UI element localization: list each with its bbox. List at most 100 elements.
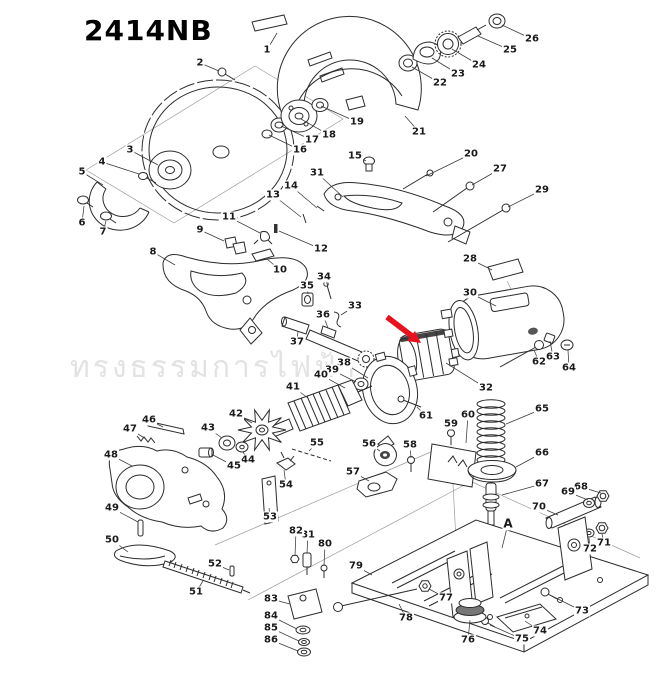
part-callout-9: 9 xyxy=(195,224,205,236)
part-callout-77: 77 xyxy=(438,592,454,604)
part-callout-11: 11 xyxy=(221,211,237,223)
part-callout-30: 30 xyxy=(462,287,478,299)
part-callout-66: 66 xyxy=(534,447,550,459)
part-callout-43: 43 xyxy=(200,422,216,434)
part-callout-55: 55 xyxy=(309,437,325,449)
part-callout-62: 62 xyxy=(531,356,547,368)
part-callout-59: 59 xyxy=(443,418,459,430)
part-callout-81: 81 xyxy=(300,529,316,541)
part-callout-2: 2 xyxy=(195,57,205,69)
side-rod-drawing xyxy=(545,490,610,538)
part-callout-39: 39 xyxy=(324,364,340,376)
part-callout-19: 19 xyxy=(349,116,365,128)
part-callout-16: 16 xyxy=(292,144,308,156)
part-callout-73: 73 xyxy=(574,605,590,617)
part-callout-79: 79 xyxy=(348,560,364,572)
part-callout-13: 13 xyxy=(265,189,281,201)
gear-housing-drawing xyxy=(108,420,332,594)
part-callout-60: 60 xyxy=(460,409,476,421)
part-callout-27: 27 xyxy=(492,163,508,175)
part-callout-69: 69 xyxy=(560,486,576,498)
motor-drawing xyxy=(342,258,574,425)
part-callout-5: 5 xyxy=(77,166,87,178)
vise-clamp-drawing xyxy=(356,435,415,498)
part-callout-53: 53 xyxy=(262,511,278,523)
safety-cover-drawing xyxy=(217,14,422,115)
part-callout-57: 57 xyxy=(345,466,361,478)
part-callout-42: 42 xyxy=(228,408,244,420)
part-callout-23: 23 xyxy=(450,68,466,80)
part-callout-A: A xyxy=(502,516,514,531)
spring-column-drawing xyxy=(467,399,517,530)
part-callout-6: 6 xyxy=(77,217,87,229)
part-callout-28: 28 xyxy=(462,253,478,265)
part-callout-33: 33 xyxy=(347,300,363,312)
part-callout-41: 41 xyxy=(285,381,301,393)
part-callout-31: 31 xyxy=(309,167,325,179)
part-callout-34: 34 xyxy=(316,271,332,283)
part-callout-83: 83 xyxy=(263,593,279,605)
part-callout-84: 84 xyxy=(263,610,279,622)
main-handle-drawing xyxy=(162,224,308,345)
part-callout-80: 80 xyxy=(317,538,333,550)
model-title: 2414NB xyxy=(84,14,213,47)
part-callout-86: 86 xyxy=(263,634,279,646)
part-callout-24: 24 xyxy=(471,59,487,71)
armature-drawing xyxy=(198,379,373,458)
upper-flange-chain-drawing xyxy=(261,98,329,139)
part-callout-15: 15 xyxy=(347,150,363,162)
part-callout-50: 50 xyxy=(104,534,120,546)
part-callout-70: 70 xyxy=(531,501,547,513)
part-callout-54: 54 xyxy=(278,479,294,491)
part-callout-71: 71 xyxy=(596,537,612,549)
part-callout-20: 20 xyxy=(463,148,479,160)
part-callout-29: 29 xyxy=(534,184,550,196)
base-drawing xyxy=(287,516,650,657)
part-callout-38: 38 xyxy=(336,357,352,369)
part-callout-47: 47 xyxy=(122,423,138,435)
part-callout-68: 68 xyxy=(573,481,589,493)
part-callout-75: 75 xyxy=(514,633,530,645)
part-callout-1: 1 xyxy=(262,44,272,56)
part-callout-17: 17 xyxy=(304,134,320,146)
part-callout-3: 3 xyxy=(125,144,135,156)
part-callout-8: 8 xyxy=(148,246,158,258)
part-callout-25: 25 xyxy=(502,44,518,56)
blade-assembly-drawing xyxy=(77,79,295,231)
part-callout-35: 35 xyxy=(299,280,315,292)
part-callout-26: 26 xyxy=(524,33,540,45)
part-callout-46: 46 xyxy=(141,414,157,426)
part-callout-10: 10 xyxy=(272,264,288,276)
part-callout-85: 85 xyxy=(263,622,279,634)
part-callout-74: 74 xyxy=(532,625,548,637)
part-callout-40: 40 xyxy=(313,369,329,381)
part-callout-64: 64 xyxy=(561,362,577,374)
part-callout-48: 48 xyxy=(103,449,119,461)
part-callout-18: 18 xyxy=(321,129,337,141)
part-callout-72: 72 xyxy=(582,543,598,555)
part-callout-58: 58 xyxy=(402,439,418,451)
part-callout-78: 78 xyxy=(398,612,414,624)
part-callout-12: 12 xyxy=(313,243,329,255)
part-callout-63: 63 xyxy=(545,351,561,363)
part-callout-21: 21 xyxy=(411,126,427,138)
part-callout-14: 14 xyxy=(283,180,299,192)
part-callout-44: 44 xyxy=(240,454,256,466)
part-callout-37: 37 xyxy=(289,336,305,348)
part-callout-49: 49 xyxy=(104,502,120,514)
red-pointer-arrow xyxy=(385,314,421,343)
part-callout-82: 82 xyxy=(288,525,304,537)
part-callout-36: 36 xyxy=(315,309,331,321)
part-callout-22: 22 xyxy=(432,77,448,89)
part-callout-7: 7 xyxy=(98,226,108,238)
part-callout-32: 32 xyxy=(478,382,494,394)
part-callout-56: 56 xyxy=(361,438,377,450)
spindle-chain-drawing xyxy=(398,13,506,72)
part-callout-61: 61 xyxy=(418,410,434,422)
part-callout-51: 51 xyxy=(188,586,204,598)
linkage-drawing xyxy=(281,281,375,368)
part-callout-65: 65 xyxy=(534,403,550,415)
